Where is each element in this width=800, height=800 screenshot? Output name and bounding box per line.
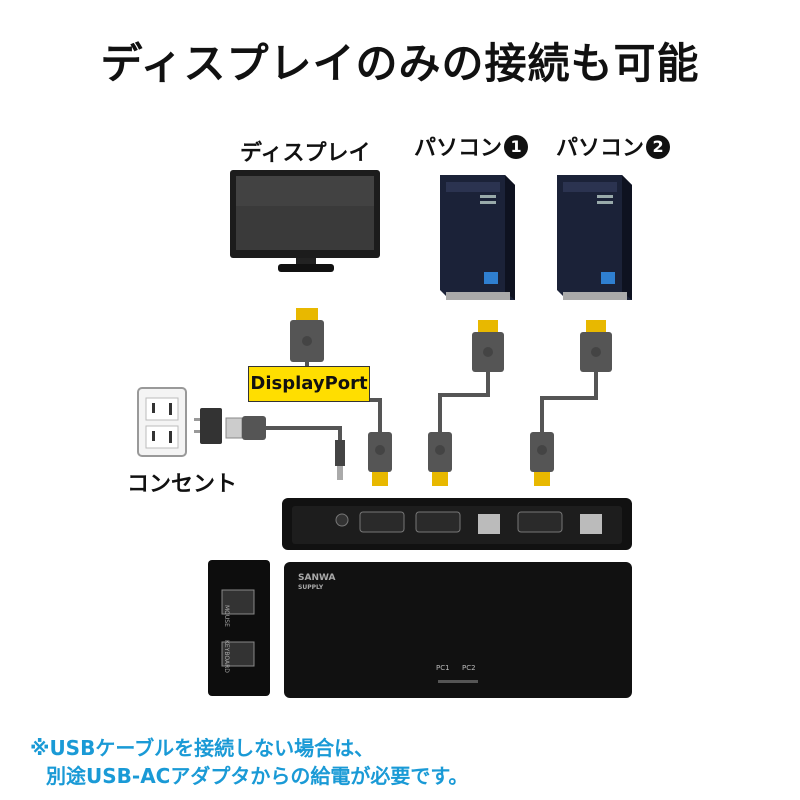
pc2-led-label: PC2 bbox=[462, 664, 476, 672]
dc-plug-icon bbox=[335, 440, 345, 480]
pc1-dp-connector bbox=[472, 320, 504, 372]
pc1-dp-connector-bottom bbox=[428, 432, 452, 486]
note-line2: 別途USB-ACアダプタからの給電が必要です。 bbox=[46, 764, 469, 788]
pc1-number-badge: 1 bbox=[504, 135, 529, 159]
pc1-label-text: パソコン bbox=[414, 136, 503, 161]
display-dp-connector bbox=[290, 308, 324, 362]
usb-plug-icon bbox=[225, 416, 266, 440]
keyboard-port-label: KEYBOARD bbox=[223, 640, 230, 673]
brand-logo: SANWA SUPPLY bbox=[298, 574, 335, 592]
outlet-label: コンセント bbox=[127, 472, 238, 497]
page-title: ディスプレイのみの接続も可能 bbox=[100, 39, 700, 88]
pc2-dp-connector-bottom bbox=[530, 432, 554, 486]
pc1-tower-icon bbox=[440, 175, 515, 300]
ac-adapter-icon bbox=[194, 408, 222, 444]
pc2-label-text: パソコン bbox=[556, 136, 645, 161]
pc1-led-label: PC1 bbox=[436, 664, 450, 672]
monitor-icon bbox=[230, 170, 380, 272]
note-line1: ※USBケーブルを接続しない場合は、 bbox=[30, 736, 375, 760]
display-label: ディスプレイ bbox=[240, 141, 371, 166]
brand-line2: SUPPLY bbox=[298, 584, 324, 591]
kvm-side-panel bbox=[208, 560, 270, 696]
power-outlet-icon bbox=[137, 387, 187, 457]
brand-line1: SANWA bbox=[298, 573, 336, 583]
displayport-label: DisplayPort bbox=[248, 366, 370, 402]
kvm-top-panel bbox=[284, 562, 632, 698]
display-dp-connector-bottom bbox=[368, 432, 392, 486]
mouse-port-label: MOUSE bbox=[223, 605, 230, 627]
kvm-back-panel bbox=[282, 498, 632, 550]
pc2-tower-icon bbox=[557, 175, 632, 300]
pc2-number-badge: 2 bbox=[646, 135, 671, 159]
pc2-dp-connector bbox=[580, 320, 612, 372]
